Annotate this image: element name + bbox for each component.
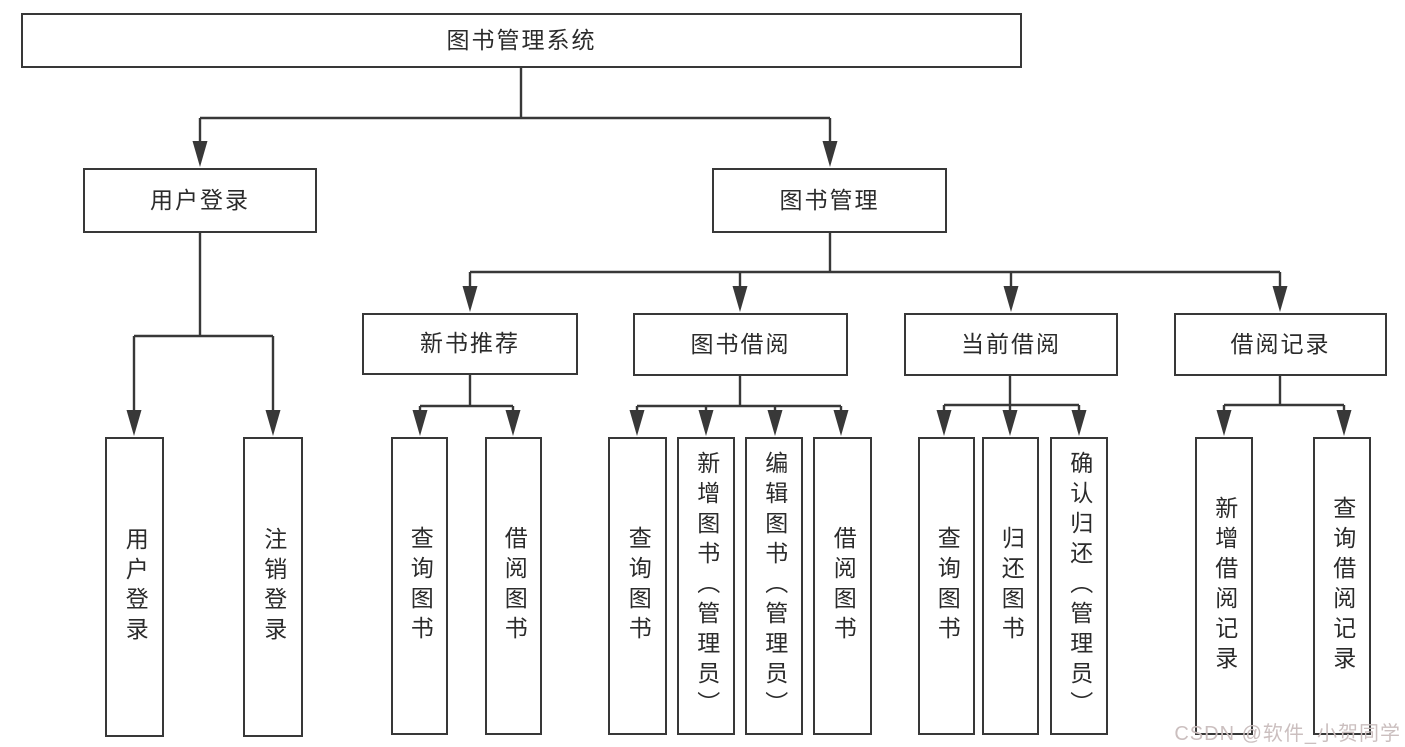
node-borrow-edit-books-admin: 编辑图书（管理员） [745,437,803,735]
node-book-borrow: 图书借阅 [633,313,848,376]
node-new-book-recommend: 新书推荐 [362,313,578,375]
node-user-login: 用户登录 [83,168,317,233]
node-current-borrow: 当前借阅 [904,313,1118,376]
node-login-user-login: 用户登录 [105,437,164,737]
node-current-confirm-return-admin: 确认归还（管理员） [1050,437,1108,735]
node-borrow-borrow-books: 借阅图书 [813,437,872,735]
node-login-logout: 注销登录 [243,437,303,737]
node-current-return-books: 归还图书 [982,437,1039,735]
node-record-query-record: 查询借阅记录 [1313,437,1371,735]
node-newbook-borrow-books: 借阅图书 [485,437,542,735]
node-current-query-books: 查询图书 [918,437,975,735]
node-book-management: 图书管理 [712,168,947,233]
node-borrow-query-books: 查询图书 [608,437,667,735]
node-library-system: 图书管理系统 [21,13,1022,68]
node-borrow-add-books-admin: 新增图书（管理员） [677,437,735,735]
node-record-add-record: 新增借阅记录 [1195,437,1253,735]
node-borrow-records: 借阅记录 [1174,313,1387,376]
watermark: CSDN @软件_小贺同学 [1174,723,1401,745]
node-newbook-query-books: 查询图书 [391,437,448,735]
